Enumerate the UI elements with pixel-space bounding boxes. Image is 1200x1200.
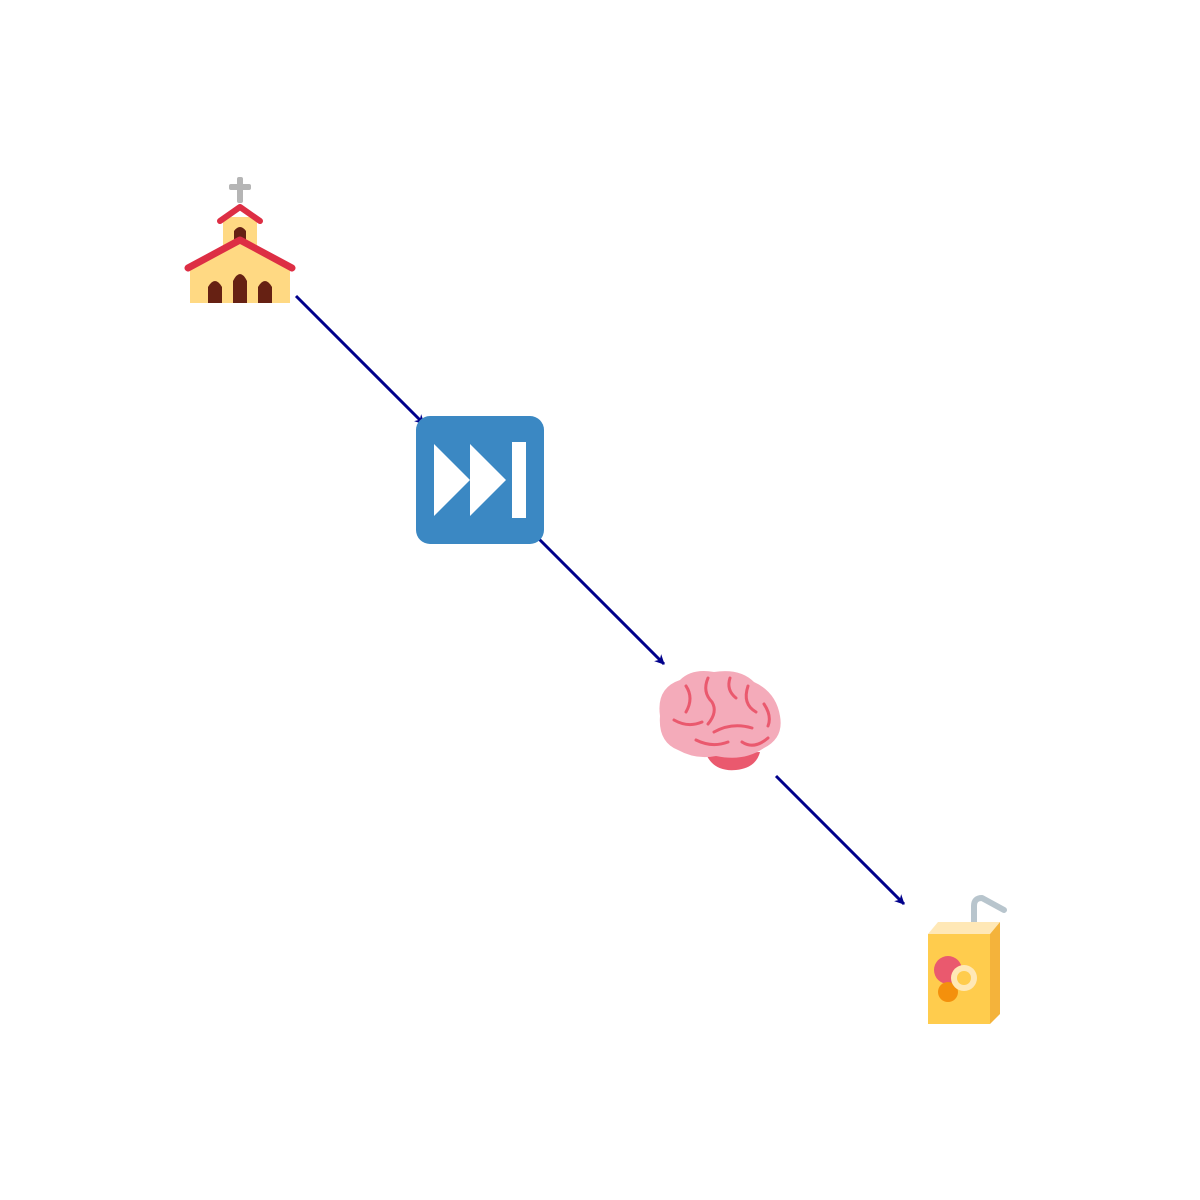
edge-church-to-next-track <box>294 294 426 426</box>
church-icon <box>184 177 296 303</box>
edge-next-track-to-brain <box>536 536 666 666</box>
edge-brain-to-juice-box <box>774 774 906 906</box>
beverage-box-icon <box>928 895 1007 1024</box>
next-track-button-icon <box>416 416 544 544</box>
edges <box>294 294 906 906</box>
brain-icon <box>659 671 781 771</box>
